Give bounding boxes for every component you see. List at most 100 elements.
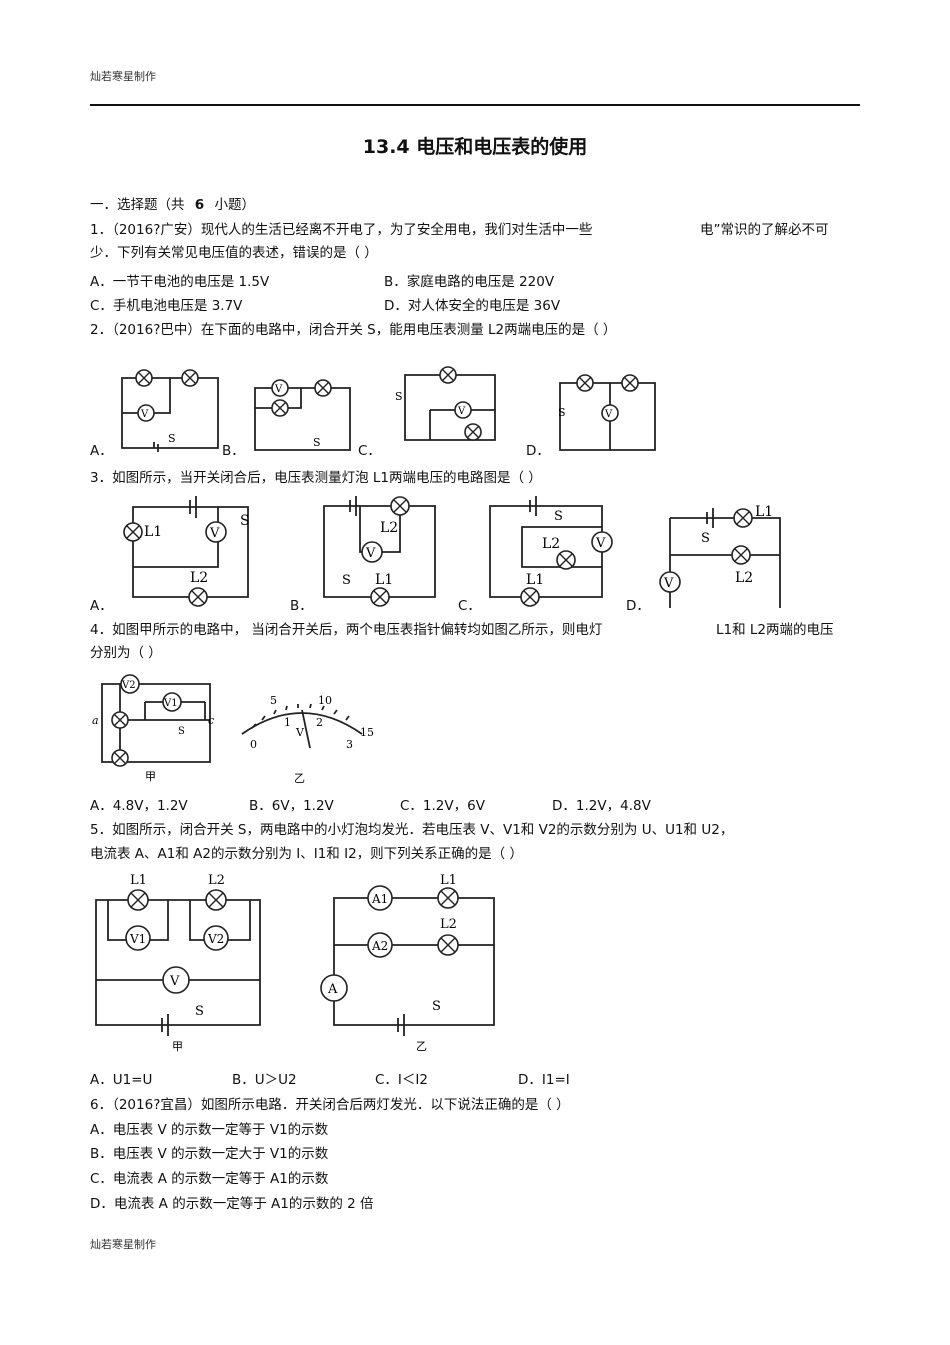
q5-line2: 电流表 A、A1和 A2的示数分别为 I、I1和 I2，则下列关系正确的是（ ） bbox=[90, 846, 523, 862]
svg-text:L1: L1 bbox=[755, 504, 773, 520]
svg-text:S: S bbox=[432, 999, 441, 1014]
q6-option-b[interactable]: B．电压表 V 的示数一定大于 V1的示数 bbox=[90, 1146, 329, 1162]
svg-text:V2: V2 bbox=[121, 680, 136, 691]
svg-text:0: 0 bbox=[250, 738, 257, 751]
svg-text:V: V bbox=[140, 409, 149, 420]
q3-label-b[interactable]: B． bbox=[290, 598, 313, 614]
q5-circuit-jia: L1 L2 V1 V2 V S 甲 bbox=[95, 873, 261, 1053]
q3-circuit-d: L1 L2 V S bbox=[659, 504, 781, 608]
svg-text:S: S bbox=[342, 573, 351, 588]
q2-circuit-b: V S bbox=[254, 379, 351, 451]
q5-option-c[interactable]: C．I＜I2 bbox=[375, 1072, 428, 1088]
svg-text:L1: L1 bbox=[375, 572, 393, 588]
svg-text:V: V bbox=[604, 409, 613, 420]
q5-option-a[interactable]: A．U1=U bbox=[90, 1072, 153, 1088]
svg-text:L1: L1 bbox=[440, 873, 457, 888]
q3-circuit-a: L1 V L2 S bbox=[123, 496, 250, 607]
q5-option-d[interactable]: D．I1=I bbox=[518, 1072, 570, 1088]
q4-line1-end: L1和 L2两端的电压 bbox=[716, 622, 834, 638]
q4-option-a[interactable]: A．4.8V，1.2V bbox=[90, 798, 188, 814]
q1-option-b[interactable]: B．家庭电路的电压是 220V bbox=[384, 274, 555, 290]
q1-option-c[interactable]: C．手机电池电压是 3.7V bbox=[90, 298, 243, 314]
q3-label-c[interactable]: C． bbox=[458, 598, 481, 614]
q4-option-b[interactable]: B．6V，1.2V bbox=[249, 798, 334, 814]
q2-label-d[interactable]: D． bbox=[526, 443, 550, 459]
svg-text:甲: 甲 bbox=[172, 1040, 183, 1053]
q6-option-c[interactable]: C．电流表 A 的示数一定等于 A1的示数 bbox=[90, 1171, 329, 1187]
maker-footer: 灿若寒星制作 bbox=[90, 1238, 156, 1251]
page-title: 13.4 电压和电压表的使用 bbox=[362, 136, 588, 158]
q1-line1-end: 电”常识的了解必不可 bbox=[700, 222, 829, 238]
svg-text:c: c bbox=[208, 714, 214, 727]
svg-text:L2: L2 bbox=[542, 536, 560, 552]
q1-line1: 1．（2016?广安）现代人的生活已经离不开电了，为了安全用电，我们对生活中一些 bbox=[90, 222, 593, 238]
svg-text:V: V bbox=[169, 974, 180, 989]
svg-text:3: 3 bbox=[346, 738, 353, 751]
q6-option-d[interactable]: D．电流表 A 的示数一定等于 A1的示数的 2 倍 bbox=[90, 1196, 374, 1212]
q3-question: 3．如图所示，当开关闭合后，电压表测量灯泡 L1两端电压的电路图是（ ） bbox=[90, 470, 542, 486]
svg-text:S: S bbox=[554, 509, 563, 524]
svg-text:S: S bbox=[313, 436, 321, 449]
q5-option-b[interactable]: B．U＞U2 bbox=[232, 1072, 297, 1088]
svg-text:S: S bbox=[195, 1004, 204, 1019]
q1-option-a[interactable]: A．一节干电池的电压是 1.5V bbox=[90, 274, 270, 290]
svg-text:S: S bbox=[395, 390, 403, 403]
q5-circuit-yi: A1 A2 L1 L2 A S 乙 bbox=[320, 873, 495, 1053]
q3-circuit-c: L2 V L1 S bbox=[489, 496, 613, 607]
svg-text:S: S bbox=[558, 406, 566, 419]
svg-text:S: S bbox=[240, 513, 250, 529]
svg-text:L1: L1 bbox=[526, 572, 544, 588]
q3-label-d[interactable]: D． bbox=[626, 598, 650, 614]
q4-circuit-jia: V2 V1 a c S 甲 bbox=[92, 674, 214, 783]
svg-text:A: A bbox=[327, 982, 338, 997]
q4-line1: 4．如图甲所示的电路中， 当闭合开关后，两个电压表指针偏转均如图乙所示，则电灯 bbox=[90, 622, 603, 638]
q2-label-c[interactable]: C． bbox=[358, 443, 381, 459]
svg-text:a: a bbox=[92, 714, 99, 727]
section-heading: 一．选择题（共 6 小题） bbox=[90, 197, 255, 213]
svg-text:15: 15 bbox=[360, 726, 374, 739]
maker-header: 灿若寒星制作 bbox=[90, 70, 156, 83]
svg-text:V: V bbox=[663, 576, 674, 591]
q3-circuit-b: L2 V L1 S bbox=[323, 496, 436, 607]
q4-option-d[interactable]: D．1.2V，4.8V bbox=[552, 798, 651, 814]
svg-text:L2: L2 bbox=[208, 873, 225, 888]
q2-circuit-c: V S bbox=[395, 366, 496, 441]
q5-line1: 5．如图所示，闭合开关 S，两电路中的小灯泡均发光．若电压表 V、V1和 V2的… bbox=[90, 822, 734, 838]
header-rule bbox=[90, 104, 860, 106]
svg-text:A1: A1 bbox=[371, 892, 388, 906]
svg-text:V1: V1 bbox=[129, 932, 146, 946]
q2-circuit-d: V S bbox=[558, 374, 656, 451]
svg-text:乙: 乙 bbox=[294, 772, 305, 785]
svg-text:L1: L1 bbox=[130, 873, 147, 888]
q6-option-a[interactable]: A．电压表 V 的示数一定等于 V1的示数 bbox=[90, 1122, 329, 1138]
svg-text:L2: L2 bbox=[190, 570, 208, 586]
svg-text:V2: V2 bbox=[207, 932, 224, 946]
svg-text:10: 10 bbox=[318, 694, 332, 707]
svg-text:A2: A2 bbox=[371, 939, 388, 953]
q2-label-b[interactable]: B． bbox=[222, 443, 245, 459]
q4-line2: 分别为（ ） bbox=[90, 645, 162, 661]
q2-question: 2．（2016?巴中）在下面的电路中，闭合开关 S，能用电压表测量 L2两端电压… bbox=[90, 322, 617, 338]
svg-text:V1: V1 bbox=[163, 698, 178, 709]
svg-text:L2: L2 bbox=[380, 520, 398, 536]
q2-label-a[interactable]: A． bbox=[90, 443, 113, 459]
svg-text:乙: 乙 bbox=[416, 1040, 427, 1053]
q1-option-d[interactable]: D．对人体安全的电压是 36V bbox=[384, 298, 561, 314]
svg-text:S: S bbox=[168, 432, 176, 445]
svg-text:S: S bbox=[178, 726, 185, 737]
svg-text:V: V bbox=[274, 384, 283, 395]
svg-text:L1: L1 bbox=[144, 524, 162, 540]
svg-text:V: V bbox=[457, 406, 466, 417]
svg-text:L2: L2 bbox=[735, 570, 753, 586]
svg-text:甲: 甲 bbox=[145, 770, 156, 783]
svg-text:V: V bbox=[365, 546, 376, 561]
q3-label-a[interactable]: A． bbox=[90, 598, 113, 614]
svg-text:V: V bbox=[295, 726, 305, 739]
svg-text:2: 2 bbox=[316, 716, 323, 729]
q4-option-c[interactable]: C．1.2V，6V bbox=[400, 798, 485, 814]
svg-text:V: V bbox=[209, 526, 220, 541]
svg-text:S: S bbox=[701, 531, 710, 546]
svg-text:1: 1 bbox=[284, 716, 291, 729]
q6-question: 6．（2016?宜昌）如图所示电路．开关闭合后两灯发光．以下说法正确的是（ ） bbox=[90, 1097, 570, 1113]
